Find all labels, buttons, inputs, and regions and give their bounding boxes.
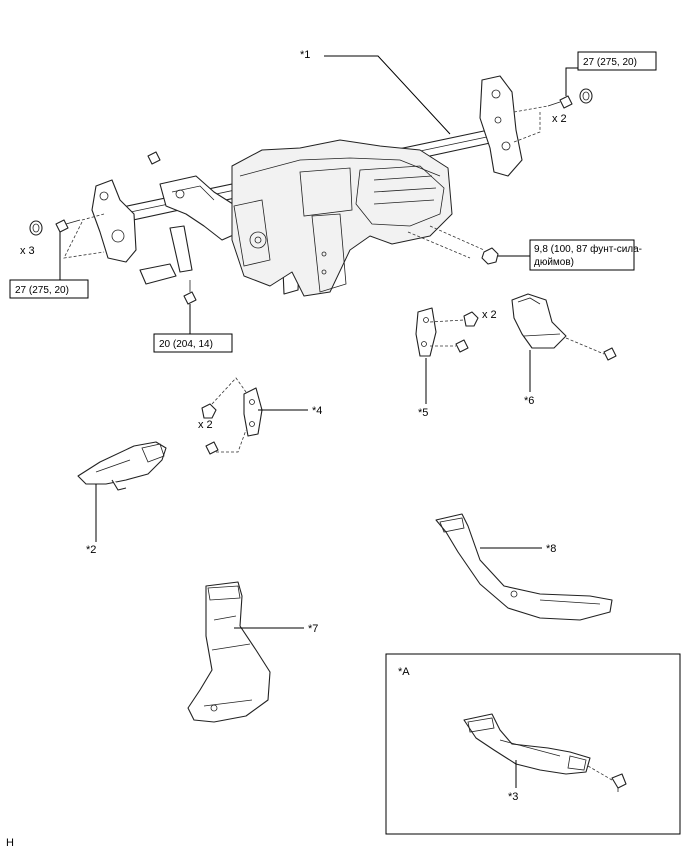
callout-5: *5	[418, 407, 428, 419]
callout-6: *6	[524, 395, 534, 407]
bolt-part-6	[603, 347, 617, 361]
nut-part-5	[463, 311, 479, 327]
torque-box-left: 27 (275, 20)	[9, 279, 89, 299]
callout-A: *A	[398, 666, 410, 678]
nut-part-4	[201, 403, 217, 419]
torque-bottom-text: 20 (204, 14)	[159, 339, 213, 350]
qty-part-4: x 2	[198, 419, 213, 431]
callout-1: *1	[300, 49, 310, 61]
bolt-part-5	[455, 339, 469, 353]
bolt-left	[55, 219, 81, 233]
part-2-duct	[77, 441, 167, 491]
callout-4: *4	[312, 405, 322, 417]
part-8-duct	[435, 513, 613, 621]
callout-2: *2	[86, 544, 96, 556]
footer-letter: H	[6, 837, 14, 849]
part-6-duct	[511, 293, 567, 349]
qty-part-5: x 2	[482, 309, 497, 321]
clip-left	[29, 220, 43, 236]
bolt-top-right	[547, 95, 573, 109]
nut-right	[481, 247, 499, 265]
bolt-bottom	[183, 280, 197, 305]
torque-box-top-right: 27 (275, 20)	[577, 51, 657, 71]
torque-nut-line1: 9,8 (100, 87 фунт-сила-	[534, 243, 642, 255]
qty-top-right: x 2	[552, 113, 567, 125]
torque-nut-line2: дюймов)	[534, 257, 574, 268]
instrument-panel-reinforcement	[91, 75, 523, 297]
clip-part-3	[611, 773, 627, 792]
torque-box-nut: 9,8 (100, 87 фунт-сила- дюймов)	[529, 239, 642, 271]
detail-inset-frame	[385, 653, 681, 835]
torque-top-right-text: 27 (275, 20)	[583, 57, 637, 68]
torque-box-bottom: 20 (204, 14)	[153, 333, 233, 353]
part-4-bracket	[243, 387, 263, 437]
part-7-duct	[187, 581, 271, 723]
qty-left: x 3	[20, 245, 35, 257]
part-3-duct	[463, 713, 591, 775]
bolt-part-4	[205, 441, 219, 455]
callout-7: *7	[308, 623, 318, 635]
part-5-bracket	[415, 307, 437, 357]
torque-left-text: 27 (275, 20)	[15, 285, 69, 296]
callout-3: *3	[508, 791, 518, 803]
clip-top-right	[579, 88, 593, 104]
callout-8: *8	[546, 543, 556, 555]
